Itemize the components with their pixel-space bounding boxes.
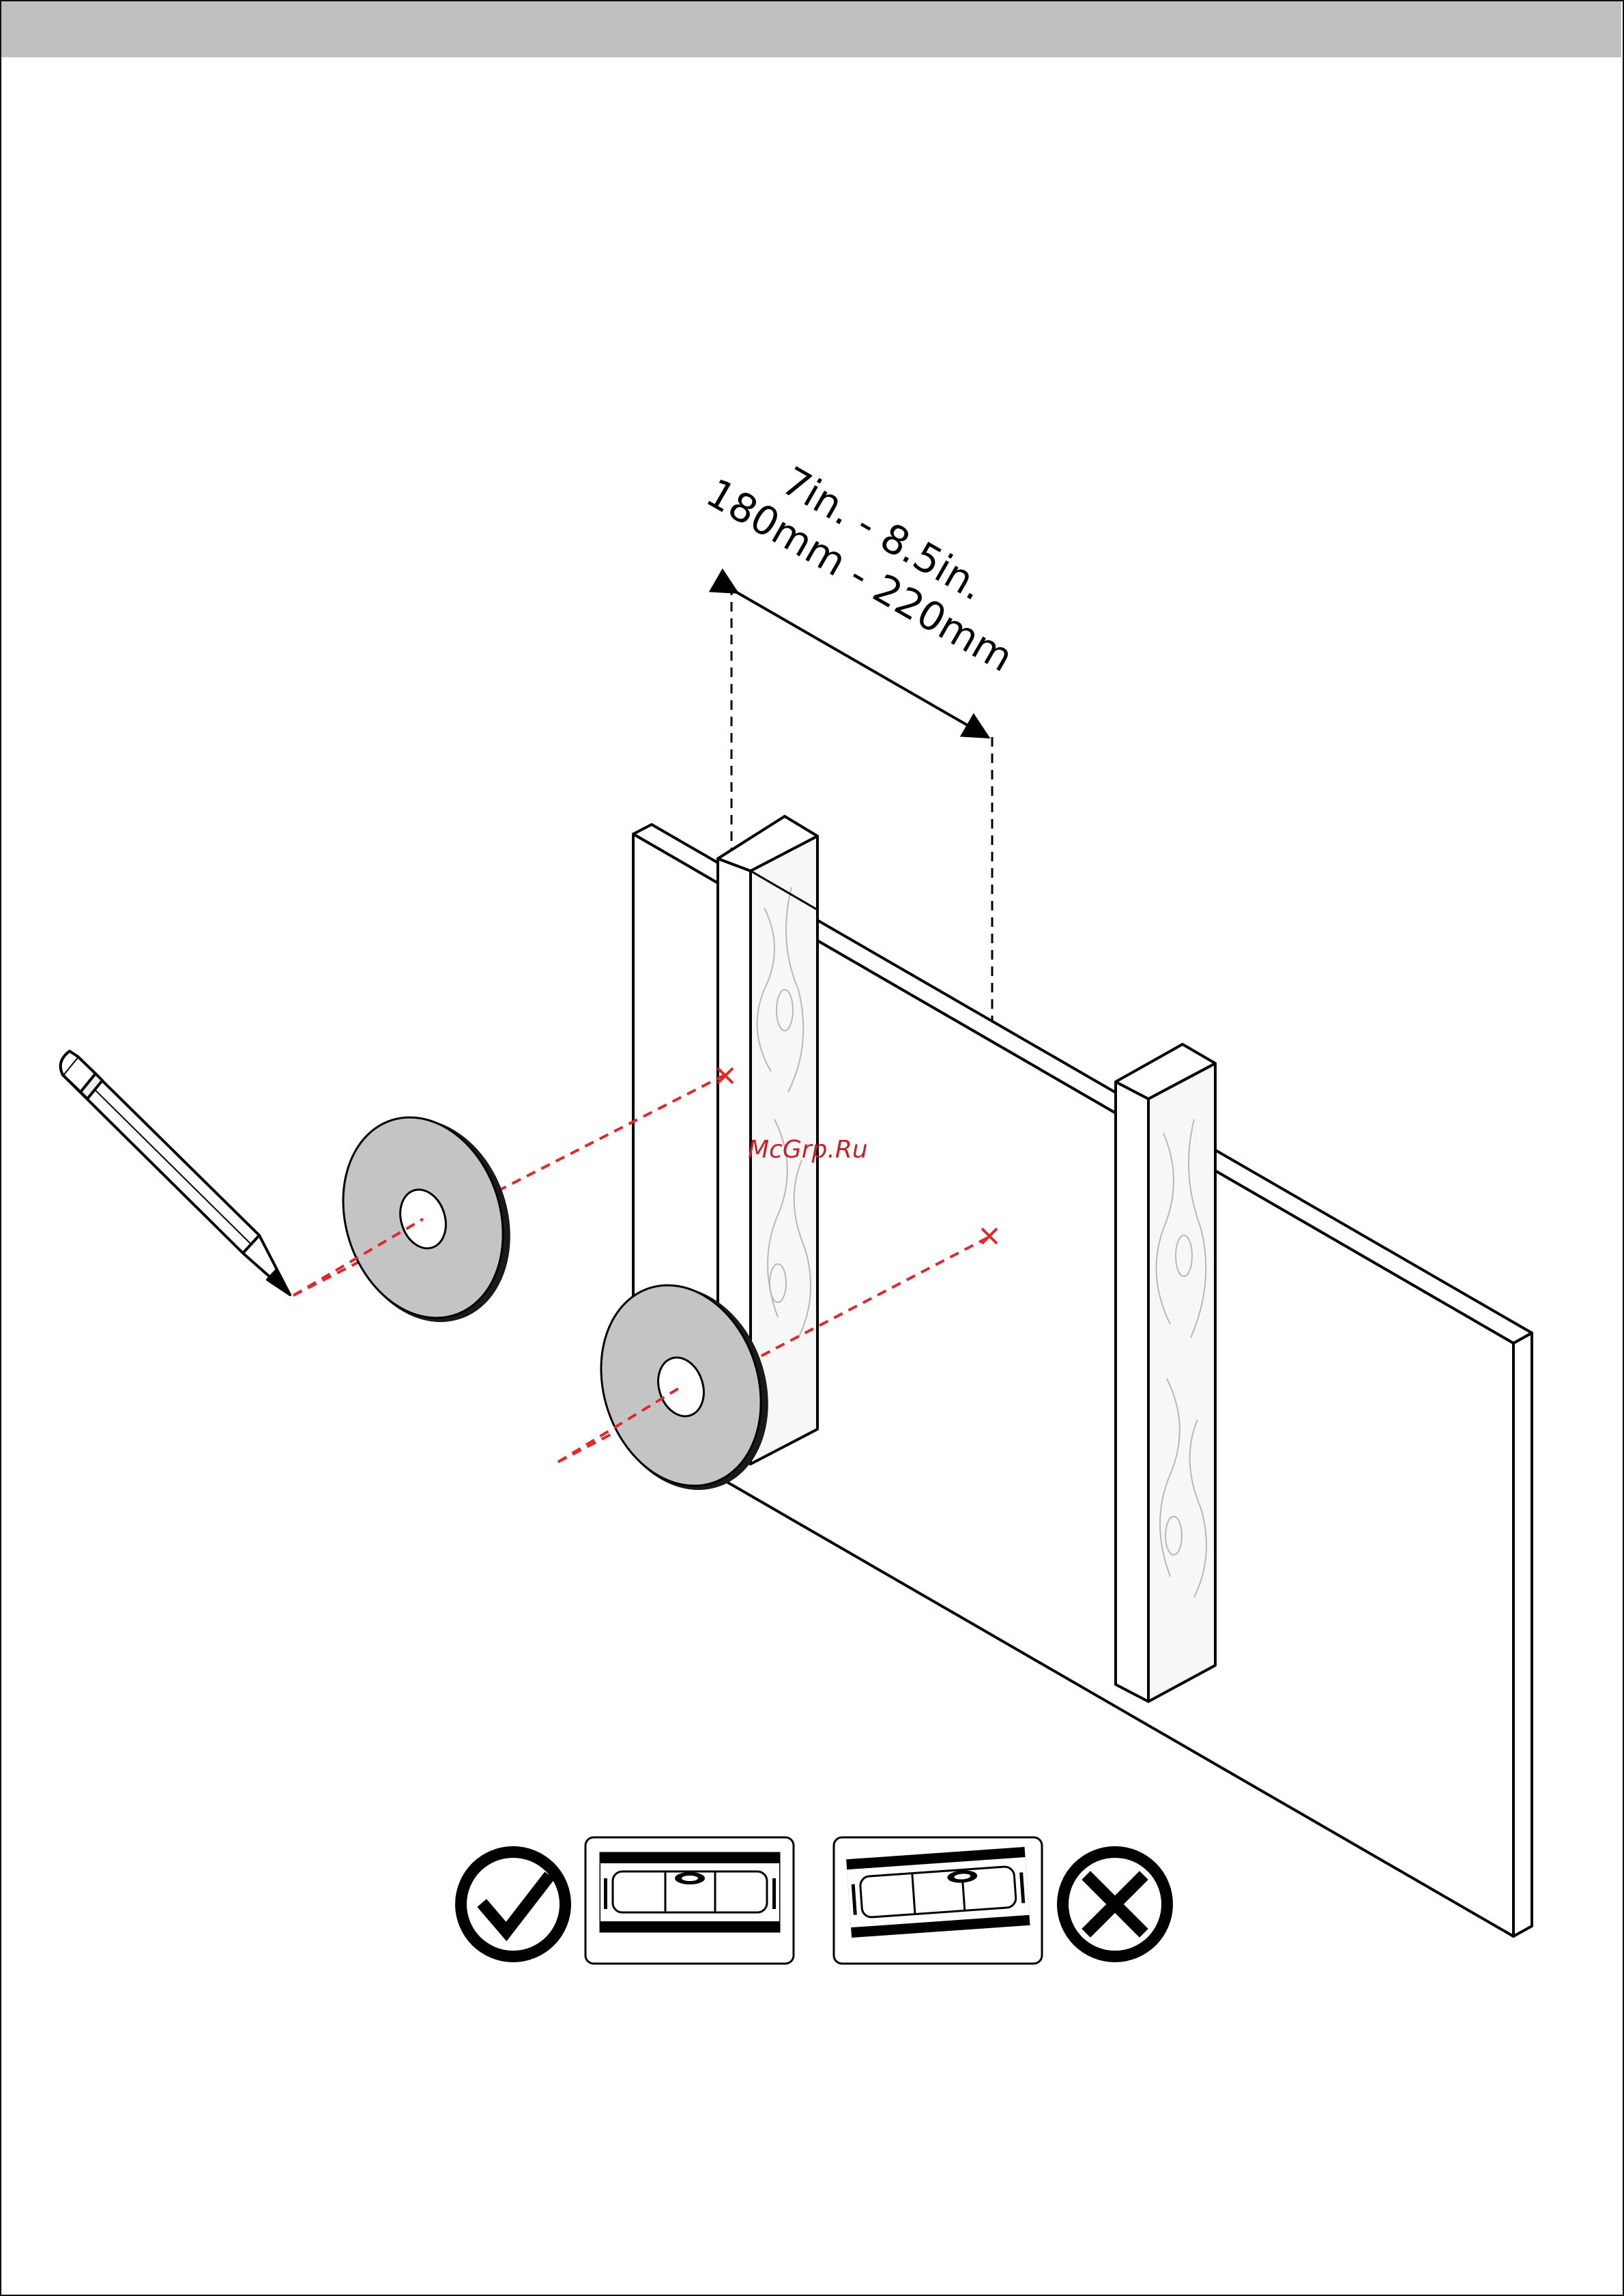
pencil-icon: [61, 1051, 290, 1295]
watermark-text: McGrp.Ru: [748, 1136, 868, 1164]
washer-upper: [318, 1096, 536, 1343]
spirit-level-icon-tilted: [834, 1837, 1042, 1964]
x-circle-icon: [1057, 1846, 1173, 1962]
check-circle-icon: [455, 1846, 571, 1962]
spirit-level-icon-level: [585, 1837, 794, 1964]
wood-stud-right: [1116, 1044, 1215, 1702]
dimension-label: 7in. - 8.5in. 180mm - 220mm: [699, 428, 1045, 681]
